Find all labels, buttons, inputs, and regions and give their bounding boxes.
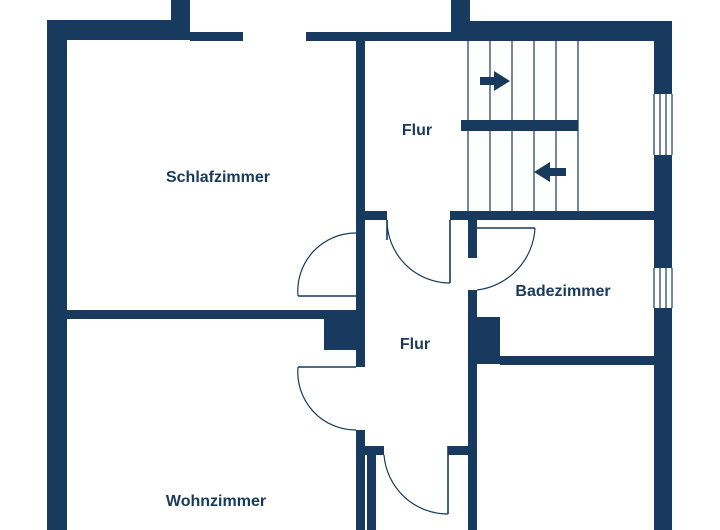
wall-stair-left-stub bbox=[450, 211, 469, 220]
wall-right-mid bbox=[654, 155, 672, 268]
room-labels: Schlafzimmer Flur Flur Badezimmer Wohnzi… bbox=[166, 122, 611, 510]
door-upper-flur bbox=[386, 219, 451, 284]
wall-vertical-mid bbox=[356, 296, 365, 367]
wall-top-left bbox=[47, 20, 190, 40]
door-lower-flur bbox=[383, 446, 449, 515]
wall-flur-bottom-stub bbox=[367, 455, 376, 530]
arrow-left-icon bbox=[534, 162, 566, 182]
pillar-right bbox=[477, 317, 500, 364]
wall-bad-left bbox=[468, 220, 477, 258]
window-lower-right bbox=[653, 268, 673, 308]
wall-flur-bottom-left bbox=[365, 446, 384, 455]
windows bbox=[653, 94, 673, 308]
interior-walls bbox=[67, 41, 654, 530]
room-label-badezimmer: Badezimmer bbox=[515, 283, 610, 300]
wall-right-low bbox=[654, 308, 672, 530]
wall-horizontal-mid-left bbox=[67, 310, 365, 319]
wall-top-right bbox=[306, 32, 468, 41]
wall-right-top bbox=[654, 21, 672, 94]
wall-flur-bottom-right bbox=[448, 446, 477, 455]
wall-top-stub-left bbox=[171, 0, 190, 40]
wall-top-door-jamb-left bbox=[190, 32, 243, 41]
room-label-wohnzimmer: Wohnzimmer bbox=[166, 493, 266, 510]
door-badezimmer bbox=[468, 227, 536, 291]
doors bbox=[297, 219, 536, 515]
wall-left-outer bbox=[47, 20, 67, 530]
pillar-left bbox=[324, 319, 356, 350]
room-label-flur-lower: Flur bbox=[400, 336, 430, 353]
door-schlafzimmer bbox=[297, 232, 357, 297]
door-wohnzimmer bbox=[297, 366, 357, 431]
room-label-schlafzimmer: Schlafzimmer bbox=[166, 169, 270, 186]
wall-vertical-upper bbox=[356, 41, 365, 297]
window-upper-right bbox=[653, 94, 673, 155]
wall-bad-bottom bbox=[500, 356, 654, 365]
staircase bbox=[461, 41, 579, 211]
wall-flur-stub-left bbox=[365, 211, 387, 220]
wall-stair-bottom bbox=[450, 211, 654, 220]
room-label-flur-upper: Flur bbox=[402, 122, 432, 139]
wall-vertical-lower bbox=[356, 430, 365, 530]
arrow-right-icon bbox=[480, 71, 510, 91]
outer-walls bbox=[47, 0, 672, 530]
stair-center-wall bbox=[461, 120, 578, 131]
wall-top-far-right bbox=[451, 21, 672, 41]
